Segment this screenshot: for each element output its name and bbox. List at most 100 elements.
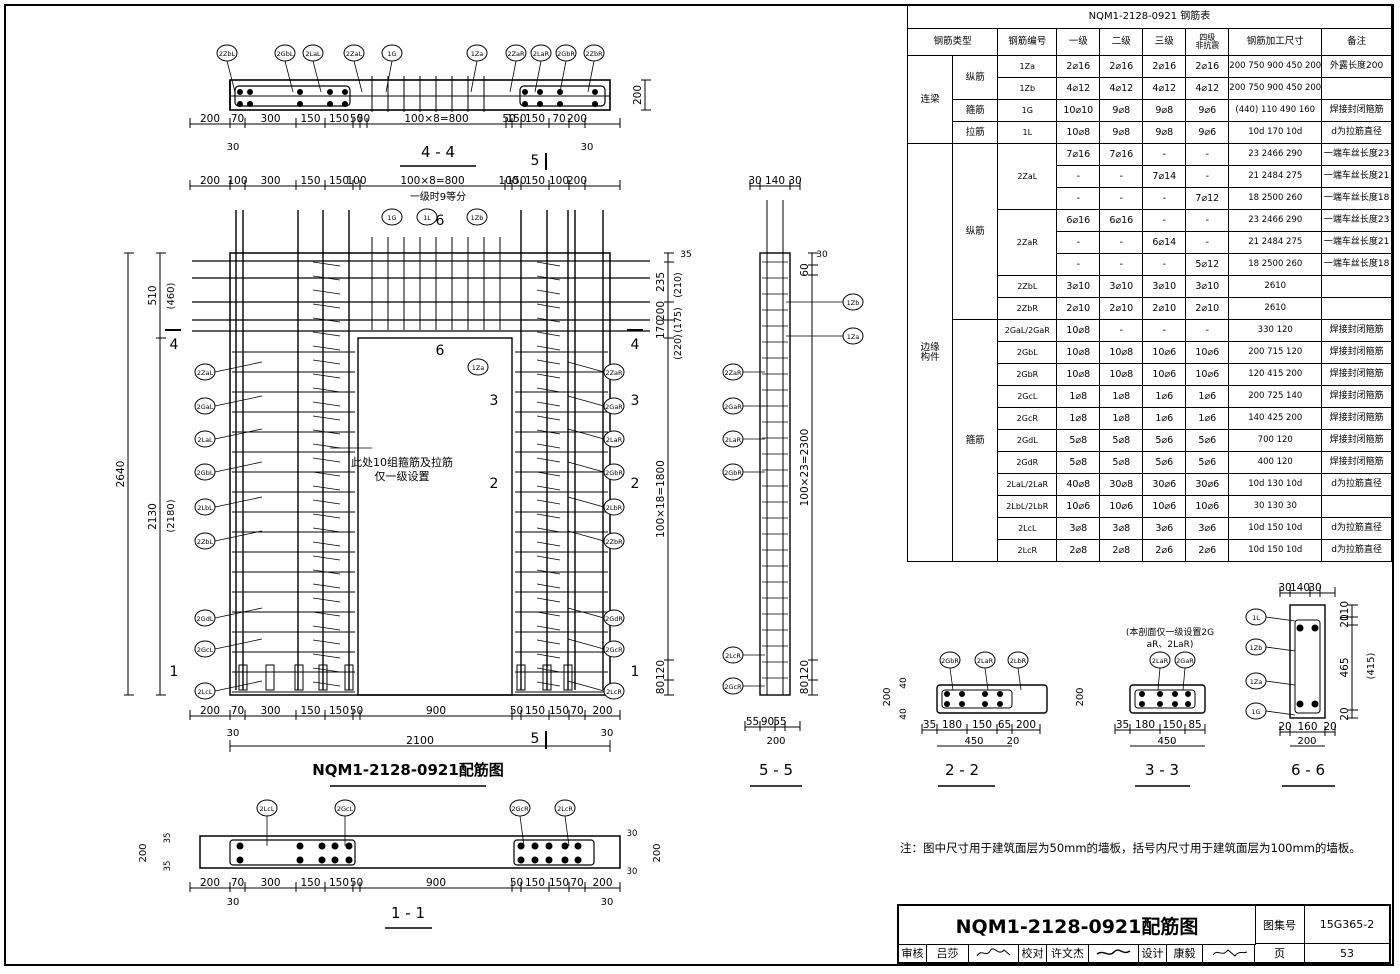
rebar-id-tag: 2GbL xyxy=(997,341,1058,364)
rebar-id-tag: 2ZbR xyxy=(997,297,1058,320)
left-tag-label: 2GcL xyxy=(197,646,214,654)
right-tag-label: 2GdR xyxy=(605,615,623,623)
dim-text: (415) xyxy=(1366,652,1377,679)
rebar-table: NQM1-2128-0921 钢筋表 钢筋类型 钢筋编号 一级 二级 三级 四级… xyxy=(906,5,1392,562)
left-tag-label: 2GbL xyxy=(197,469,214,477)
rebar-dot xyxy=(574,856,582,864)
dim-66-text: 20 xyxy=(1323,721,1336,733)
rebar-qty: 1⌀8 xyxy=(1056,407,1101,430)
rebar-dot xyxy=(236,842,244,850)
rebar-shape: (440) 110 490 160 xyxy=(1228,99,1323,122)
rebar-qty: 5⌀8 xyxy=(1056,429,1101,452)
tie-bar xyxy=(536,471,561,477)
rebar-shape: 21 2484 275 xyxy=(1228,165,1323,188)
dim-elev-top-text: 100 xyxy=(498,175,518,187)
rebar-qty: 5⌀12 xyxy=(1185,253,1230,276)
inner-tag-label: 1Za xyxy=(472,364,485,372)
dim-elev-bottom-text: 50 xyxy=(510,705,523,717)
dim-text: 170 xyxy=(655,319,667,339)
tag-22-label: 2LaR xyxy=(977,657,994,665)
rebar-qty: 7⌀14 xyxy=(1142,165,1187,188)
rebar-dot xyxy=(1139,691,1145,697)
dim-55-text: 90 xyxy=(761,716,774,728)
tie-bar xyxy=(536,345,561,351)
rebar-id-tag: 1L xyxy=(997,121,1058,144)
rebar-shape: 10d 130 10d xyxy=(1228,473,1323,496)
design-label: 设计 xyxy=(1139,944,1167,962)
col-grade1: 一级 xyxy=(1056,28,1101,56)
leader-line xyxy=(1157,667,1161,691)
tie-bar xyxy=(312,513,341,519)
rebar-qty: 9⌀8 xyxy=(1099,99,1144,122)
tie-bar xyxy=(536,681,561,687)
tag-33-label: 2LaR xyxy=(1152,657,1169,665)
dim-11-text: 200 xyxy=(200,877,220,889)
dim-text: 30 xyxy=(627,867,638,877)
rebar-dot xyxy=(296,842,304,850)
rebar-qty: 3⌀10 xyxy=(1056,275,1101,298)
rebar-id-tag: 2LcR xyxy=(997,539,1058,562)
rebar-qty: 1⌀8 xyxy=(1099,385,1144,408)
rebar-qty: 2⌀6 xyxy=(1142,539,1187,562)
section-66-outline xyxy=(1289,604,1326,719)
tie-bar xyxy=(536,583,561,589)
rebar-dot xyxy=(331,842,339,850)
rebar-id-tag: 2ZaL xyxy=(997,143,1058,210)
leader-line xyxy=(519,815,525,847)
bottom-post xyxy=(563,664,573,691)
dim-elev-bottom-text: 150 xyxy=(549,705,569,717)
dim-44-text: 300 xyxy=(260,113,280,125)
rebar-qty: 10⌀6 xyxy=(1056,495,1101,518)
dim-44-text: 50 xyxy=(357,113,370,125)
section-mark-1: 1 xyxy=(631,664,640,680)
page-label: 页 xyxy=(1255,944,1305,962)
leader-line xyxy=(353,60,363,93)
rebar-qty: 7⌀12 xyxy=(1185,187,1230,210)
rebar-dot xyxy=(247,89,253,95)
rebar-dot xyxy=(1185,701,1191,707)
rebar-qty: 9⌀6 xyxy=(1185,99,1230,122)
dim-text: 200 xyxy=(1075,687,1086,706)
rebar-remark: 一端车丝长度23 xyxy=(1321,143,1392,166)
dim-elev-bottom-text: 70 xyxy=(570,705,583,717)
rebar-shape: 700 120 xyxy=(1228,429,1323,452)
rebar-shape: 120 415 200 xyxy=(1228,363,1323,386)
dim-elev-bottom-text: 50 xyxy=(350,705,363,717)
tie-bar xyxy=(536,387,561,393)
rebar-id-tag: 2LcL xyxy=(997,517,1058,540)
leader-line xyxy=(214,607,263,619)
rebar-qty: 10⌀8 xyxy=(1056,341,1101,364)
group-lianliang: 连梁 xyxy=(906,55,954,144)
rebar-shape: 200 715 120 xyxy=(1228,341,1323,364)
rebar-qty: 10⌀10 xyxy=(1056,99,1101,122)
section-33-outline xyxy=(1129,684,1206,714)
rebar-dot xyxy=(531,856,539,864)
rebar-qty: 1⌀6 xyxy=(1142,385,1187,408)
designer-name: 康毅 xyxy=(1167,944,1203,962)
rebar-dot xyxy=(1296,700,1304,708)
leader-line xyxy=(214,680,263,692)
view-label-33: 3 - 3 xyxy=(1145,761,1179,779)
annotation-text: 此处10组箍筋及拉筋 xyxy=(351,455,453,469)
door-opening xyxy=(357,337,513,696)
dim-text: 30 xyxy=(601,728,614,739)
rebar-qty: - xyxy=(1056,165,1101,188)
table-header-row: 钢筋类型 钢筋编号 一级 二级 三级 四级 非抗震 钢筋加工尺寸 备注 xyxy=(906,28,1392,56)
rebar-tag-label: 2LaL xyxy=(305,50,321,58)
tie-bar xyxy=(312,443,341,449)
col-id: 钢筋编号 xyxy=(997,28,1058,56)
section-mark-6: 6 xyxy=(436,213,445,229)
rebar-qty: 7⌀16 xyxy=(1056,143,1101,166)
dim-33-text: 35 xyxy=(1116,719,1129,731)
dim-text: 200 xyxy=(1297,736,1316,747)
dim-elev-bottom-text: 150 xyxy=(300,705,320,717)
dim-text: 450 xyxy=(1157,736,1176,747)
rebar-qty: 3⌀8 xyxy=(1099,517,1144,540)
dim-elev-top-text: 100 xyxy=(549,175,569,187)
dim-text: 80 xyxy=(655,681,667,694)
rebar-dot xyxy=(1311,624,1319,632)
